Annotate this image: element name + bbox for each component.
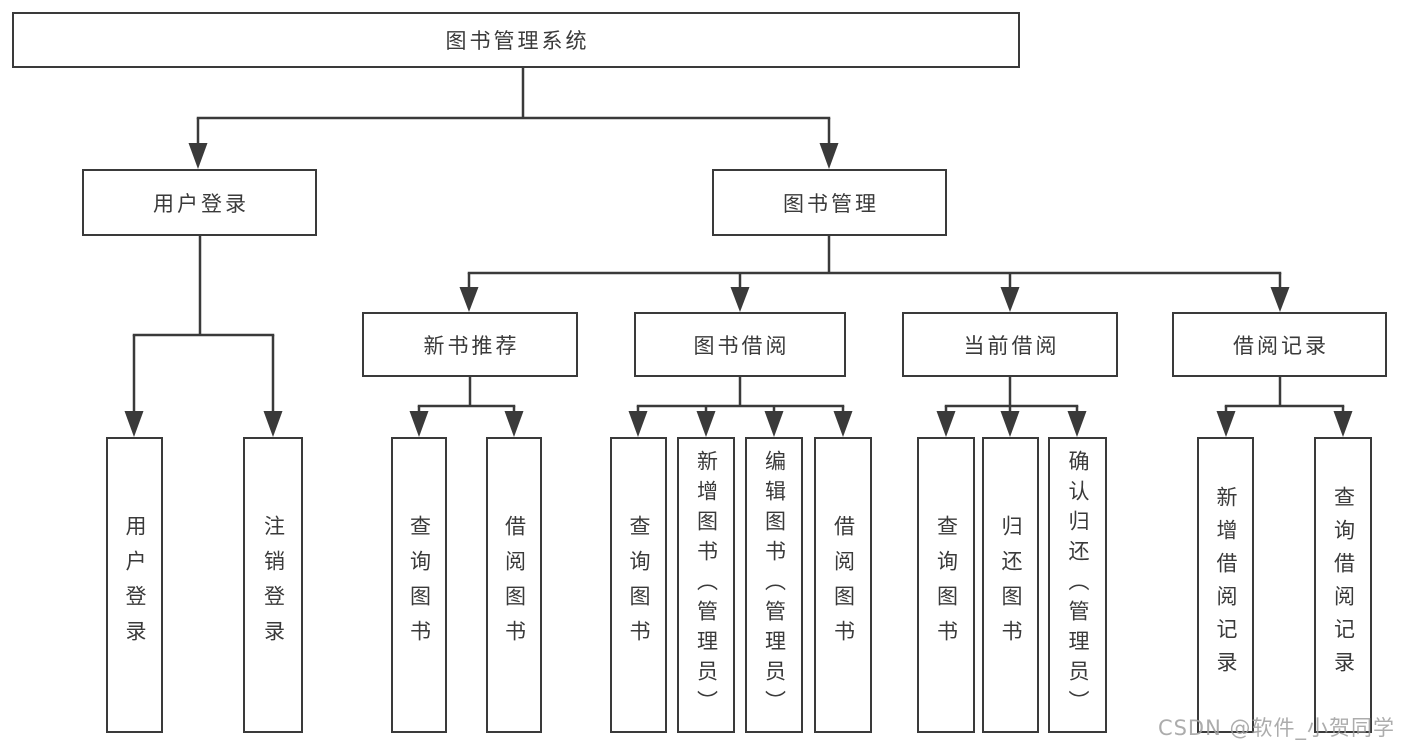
leaf-query-books-borrow: 查询图书 (610, 437, 667, 733)
connector-user-login-children (124, 236, 283, 437)
leaf-edit-book-admin: 编辑图书（管理员） (745, 437, 803, 733)
connector-new-book-children (409, 377, 524, 437)
connector-root-to-level2 (188, 68, 839, 169)
connector-book-borrow-children (628, 377, 853, 437)
node-user-login: 用户登录 (82, 169, 317, 236)
leaf-logout-login: 注销登录 (243, 437, 303, 733)
node-book-mgmt: 图书管理 (712, 169, 947, 236)
leaf-borrow-books-newbook: 借阅图书 (486, 437, 542, 733)
node-current-borrow: 当前借阅 (902, 312, 1118, 377)
connector-borrow-record-children (1216, 377, 1353, 437)
leaf-query-books-current: 查询图书 (917, 437, 975, 733)
leaf-query-borrow-record: 查询借阅记录 (1314, 437, 1372, 733)
leaf-confirm-return-admin: 确认归还（管理员） (1048, 437, 1107, 733)
leaf-add-borrow-record: 新增借阅记录 (1197, 437, 1254, 733)
connector-current-borrow-children (936, 377, 1087, 437)
leaf-user-login: 用户登录 (106, 437, 163, 733)
leaf-query-books-newbook: 查询图书 (391, 437, 447, 733)
leaf-borrow-books-borrow: 借阅图书 (814, 437, 872, 733)
leaf-add-book-admin: 新增图书（管理员） (677, 437, 735, 733)
node-borrow-records: 借阅记录 (1172, 312, 1387, 377)
leaf-return-book: 归还图书 (982, 437, 1039, 733)
watermark: CSDN @软件_小贺同学 (1157, 716, 1395, 740)
node-book-borrow: 图书借阅 (634, 312, 846, 377)
connector-book-mgmt-children (459, 236, 1290, 312)
node-root: 图书管理系统 (12, 12, 1020, 68)
node-new-book-rec: 新书推荐 (362, 312, 578, 377)
